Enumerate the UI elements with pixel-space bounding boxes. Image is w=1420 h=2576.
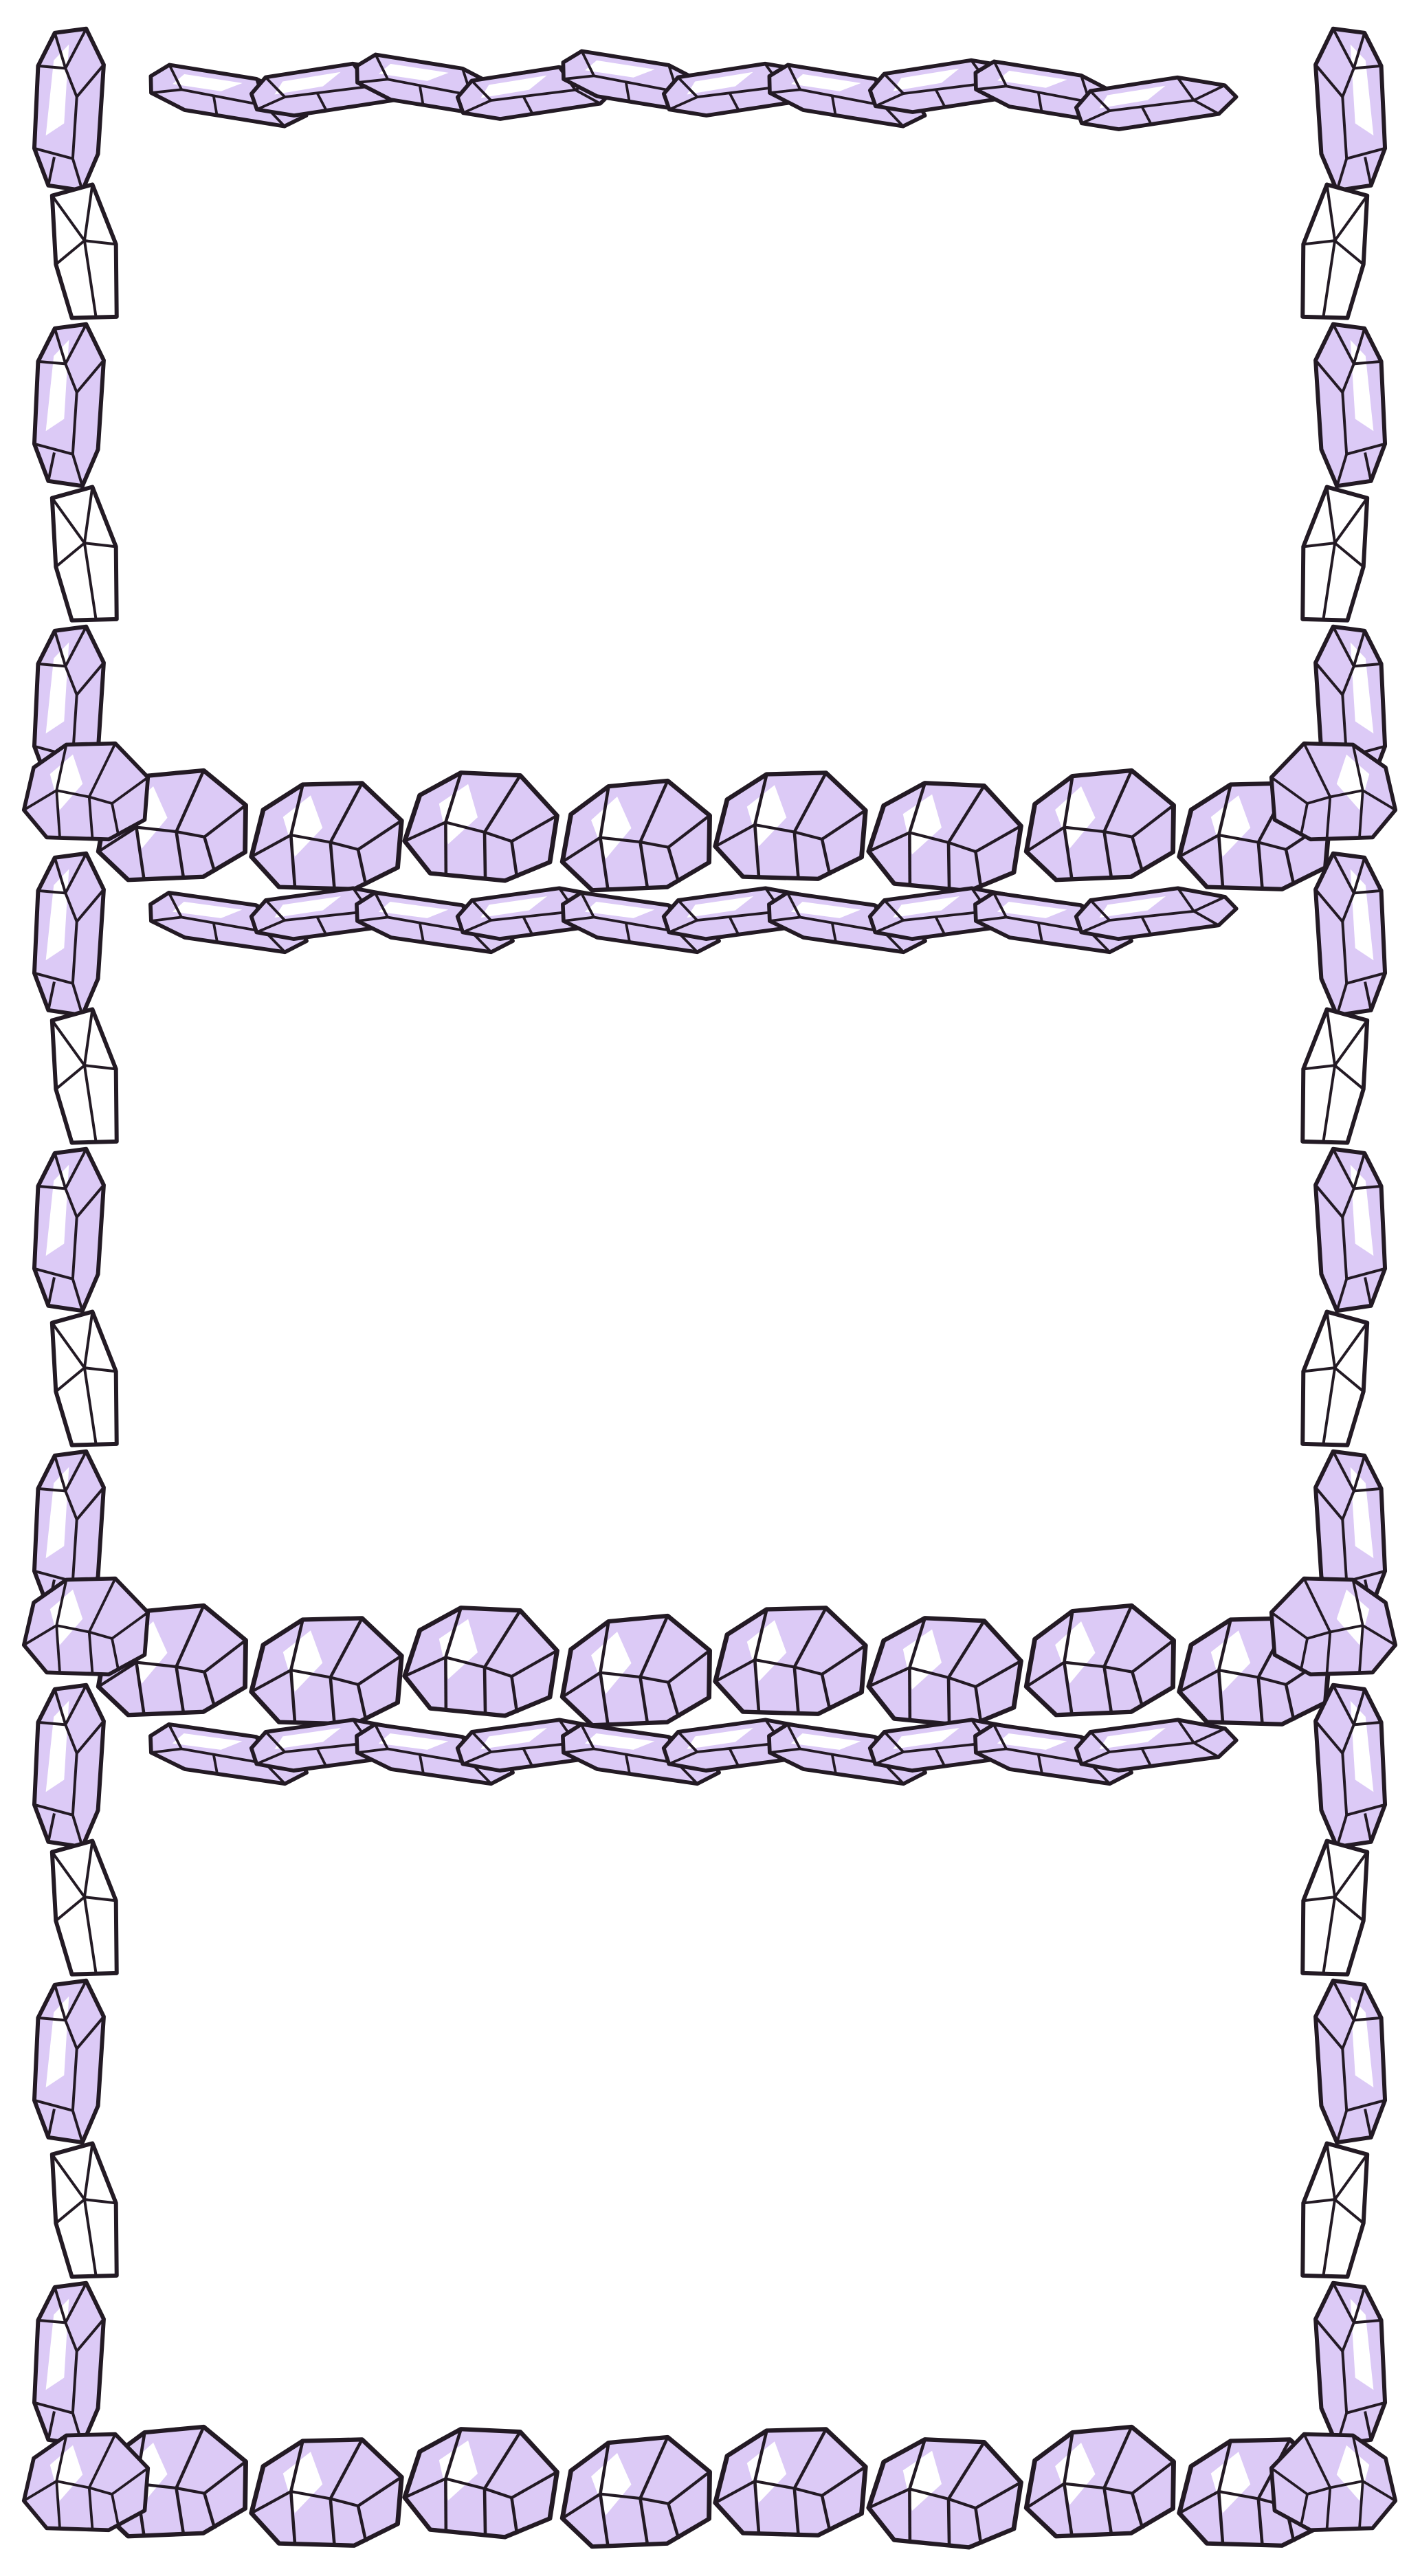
crystal-vertical: [1311, 850, 1392, 1017]
crystal-pale: [1296, 485, 1371, 625]
crystal-shard: [1074, 69, 1239, 134]
crystal-vertical: [1311, 2279, 1392, 2446]
crystal-vertical: [1311, 320, 1392, 487]
crystal-pale: [48, 1310, 124, 1450]
crystal-chunk: [1021, 1603, 1179, 1719]
crystal-corner: [1272, 2434, 1396, 2531]
top-crystal-border: [146, 47, 1238, 135]
crystal-vertical: [1311, 1977, 1392, 2144]
crystal-vertical: [1311, 25, 1392, 192]
crystal-pale: [48, 485, 124, 625]
bottom-crystal-border: [93, 2424, 1330, 2551]
crystal-vertical: [27, 2279, 109, 2446]
crystal-vertical: [27, 1977, 109, 2144]
crystal-pale: [48, 1008, 124, 1147]
crystal-vertical: [1311, 1681, 1392, 1848]
crystal-shard: [1074, 881, 1239, 944]
crystal-chunk: [867, 2434, 1024, 2551]
crystal-chunk: [557, 2434, 715, 2551]
crystal-corner: [24, 2434, 148, 2531]
crystal-pale: [1296, 1310, 1371, 1450]
crystal-pale: [48, 1839, 124, 1979]
crystal-pale: [1296, 183, 1371, 322]
crystal-pale: [48, 2142, 124, 2281]
panel-2-area: [144, 962, 1258, 1601]
crystal-chunk: [715, 773, 866, 878]
crystal-chunk: [557, 1613, 715, 1729]
crystal-pale: [1296, 1839, 1371, 1979]
crystal-pale: [1296, 2142, 1371, 2281]
crystal-pale: [1296, 1008, 1371, 1147]
crystal-pale: [48, 183, 124, 322]
panel-1-area: [144, 131, 1258, 770]
crystal-chunk: [252, 2439, 402, 2545]
crystal-vertical: [27, 1145, 109, 1312]
crystal-chunk: [252, 1618, 402, 1724]
crystal-chunk: [557, 778, 715, 894]
crystal-vertical: [27, 850, 109, 1017]
crystal-chunk: [1021, 768, 1179, 884]
right-crystal-border: [1272, 25, 1396, 2530]
panel-3-area: [144, 1794, 1258, 2433]
crystal-chunk: [715, 2429, 866, 2535]
divider-crystal-border-2: [93, 1603, 1330, 1788]
crystal-vertical: [27, 1681, 109, 1848]
crystal-vertical: [27, 25, 109, 192]
crystal-chunk: [252, 783, 402, 889]
left-crystal-border: [24, 25, 148, 2530]
crystal-vertical: [1311, 1145, 1392, 1312]
divider-crystal-border-1: [93, 768, 1330, 957]
crystal-chunk: [715, 1608, 866, 1713]
crystal-chunk: [403, 1603, 560, 1719]
crystal-chunk: [867, 778, 1024, 894]
crystal-chunk: [1021, 2424, 1179, 2540]
crystal-vertical: [27, 320, 109, 487]
crystal-chunk: [403, 2424, 560, 2540]
crystal-chunk: [403, 768, 560, 884]
crystal-chunk: [867, 1613, 1024, 1729]
